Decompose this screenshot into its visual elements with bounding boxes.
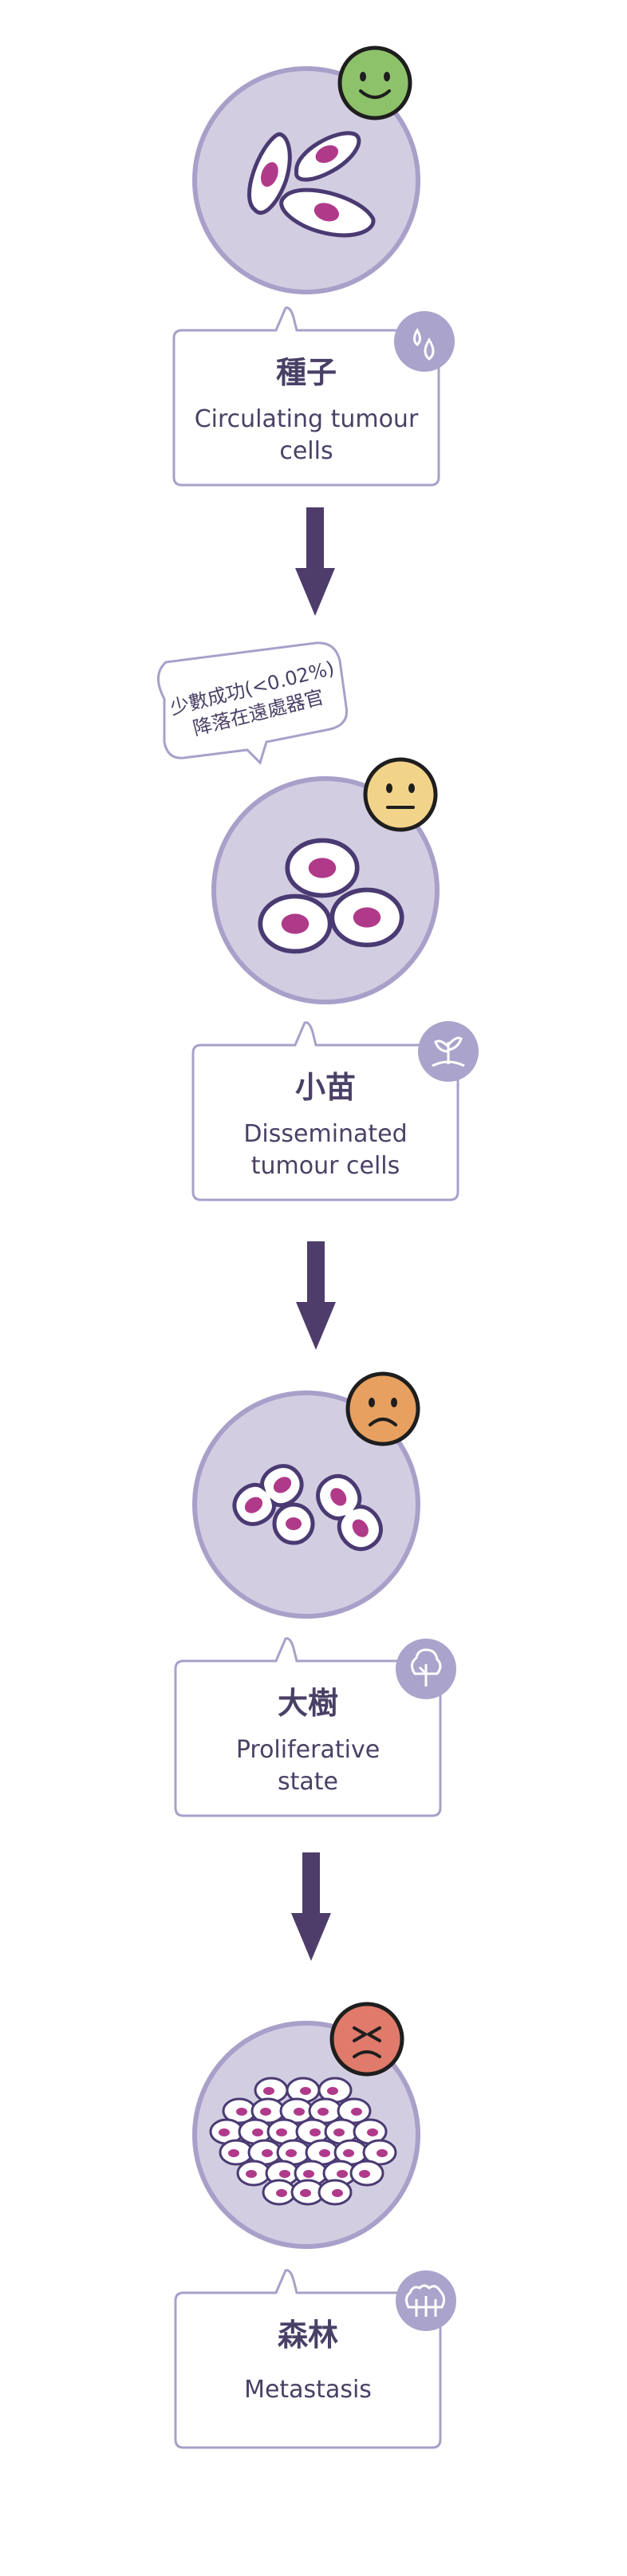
angry-face-icon bbox=[329, 2002, 404, 2077]
tumour-cell-nucleus bbox=[228, 2149, 239, 2157]
tumour-cell-nucleus bbox=[263, 2087, 274, 2095]
stage-4-card bbox=[174, 2269, 442, 2449]
tumour-cell-nucleus bbox=[300, 2087, 311, 2095]
tumour-cell-nucleus bbox=[262, 2149, 273, 2157]
stage-4-title: 森林 bbox=[277, 2318, 338, 2353]
stage-2-text: 小苗 Disseminated tumour cells bbox=[193, 1045, 458, 1200]
tumour-cell-nucleus bbox=[300, 2189, 311, 2197]
forest-icon bbox=[396, 2270, 456, 2331]
stage-1-card bbox=[172, 306, 440, 487]
tumour-cell-nucleus bbox=[351, 2108, 362, 2116]
stage-4-text: 森林 Metastasis bbox=[175, 2293, 440, 2448]
arrow-3 bbox=[291, 1852, 331, 1961]
stage-2-subtitle-line1: Disseminated bbox=[243, 1120, 408, 1148]
tumour-cell-nucleus bbox=[276, 2189, 287, 2197]
tumour-cell-nucleus bbox=[260, 2108, 271, 2116]
stage-3-text: 大樹 Proliferative state bbox=[175, 1661, 440, 1816]
stage-2-cell-circle bbox=[211, 776, 440, 1004]
stage-1-text: 種子 Circulating tumour cells bbox=[174, 330, 439, 485]
arrow-2 bbox=[296, 1241, 336, 1350]
callout-bubble bbox=[157, 641, 349, 765]
tumour-cell-nucleus bbox=[279, 2170, 290, 2178]
stage-3-subtitle-line2: state bbox=[278, 1768, 338, 1796]
stage-3-cell-circle bbox=[192, 1391, 420, 1619]
tumour-cell-nucleus bbox=[310, 2128, 321, 2136]
stage-2-card bbox=[191, 1021, 459, 1201]
tumour-cell-nucleus bbox=[236, 2108, 247, 2116]
tumour-cell-nucleus bbox=[286, 2149, 297, 2157]
tumour-cell-cluster bbox=[209, 2077, 397, 2206]
tumour-cell-nucleus bbox=[367, 2128, 378, 2136]
tumour-cell-nucleus bbox=[219, 2128, 230, 2136]
stage-2-title: 小苗 bbox=[294, 1070, 356, 1105]
tumour-cell-nucleus bbox=[317, 2108, 329, 2116]
tumour-cell-nucleus bbox=[333, 2128, 345, 2136]
tumour-cell-nucleus bbox=[337, 2170, 348, 2178]
tumour-cell-nucleus bbox=[332, 2189, 343, 2197]
arrow-1 bbox=[295, 507, 335, 616]
happy-face-icon bbox=[337, 45, 412, 120]
stage-3-title: 大樹 bbox=[277, 1686, 338, 1721]
seed-drops-icon bbox=[394, 311, 455, 372]
stage-4-subtitle-line1: Metastasis bbox=[244, 2376, 372, 2404]
stage-3-subtitle-line1: Proliferative bbox=[235, 1736, 381, 1764]
sprout-icon bbox=[418, 1021, 479, 1082]
stage-1-title: 種子 bbox=[275, 355, 337, 390]
sad-face-icon bbox=[345, 1371, 420, 1446]
tree-icon bbox=[396, 1639, 456, 1699]
stage-3-card bbox=[174, 1637, 442, 1817]
stage-1-subtitle-line1: Circulating tumour bbox=[194, 405, 419, 433]
tumour-cell-nucleus bbox=[343, 2149, 354, 2157]
tumour-cell-nucleus bbox=[252, 2128, 263, 2136]
tumour-cell-nucleus bbox=[294, 2108, 305, 2116]
neutral-face-icon bbox=[363, 757, 438, 832]
tumour-cell-nucleus bbox=[327, 2087, 338, 2095]
stage-2-subtitle-line2: tumour cells bbox=[250, 1152, 400, 1180]
tumour-cell-nucleus bbox=[246, 2170, 257, 2178]
stage-4-cell-circle bbox=[192, 2021, 420, 2249]
stage-1-cell-circle bbox=[192, 66, 420, 294]
tumour-cell-nucleus bbox=[377, 2149, 388, 2157]
tumour-cell-nucleus bbox=[359, 2170, 370, 2178]
tumour-cell-nucleus bbox=[303, 2170, 314, 2178]
tumour-cell-nucleus bbox=[276, 2128, 287, 2136]
stage-1-subtitle-line2: cells bbox=[279, 437, 333, 465]
tumour-cell-nucleus bbox=[319, 2149, 330, 2157]
